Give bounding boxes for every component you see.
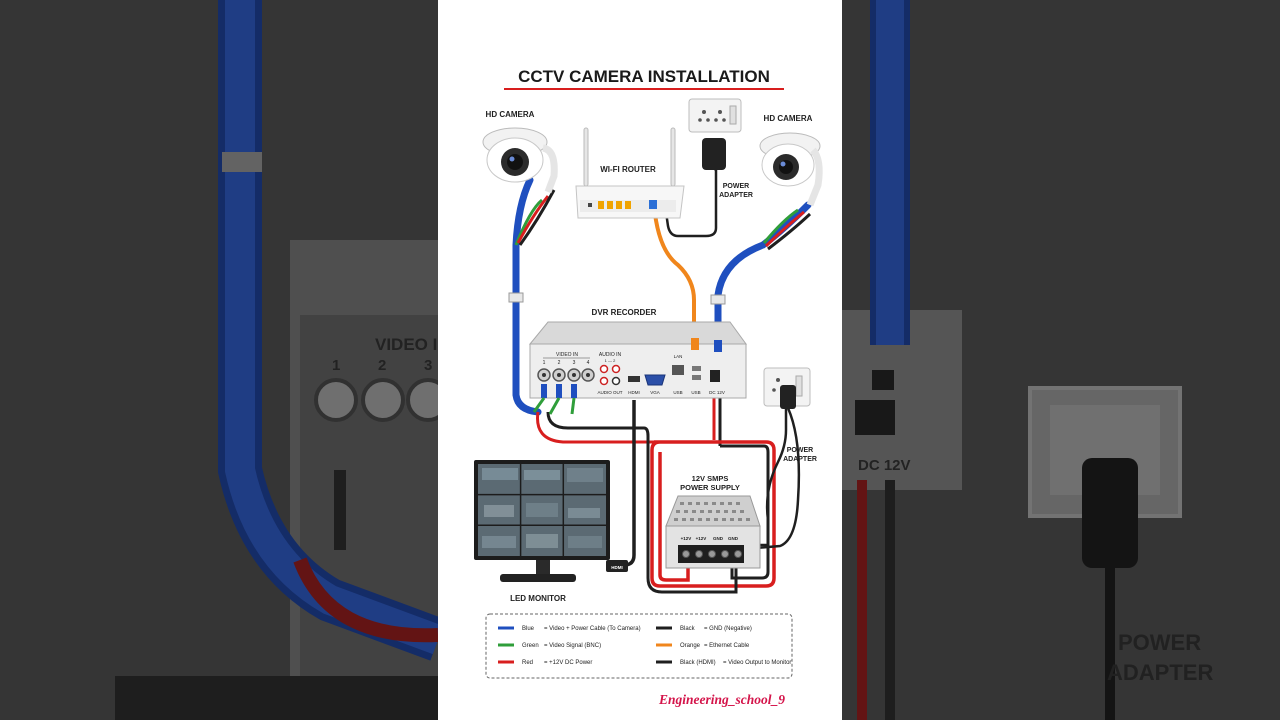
power-adapter-top-label-2: ADAPTER (719, 192, 753, 199)
black-gnd-left (574, 426, 738, 594)
dvr-lan-label: LAN (674, 354, 683, 359)
red-power-loop (650, 440, 776, 588)
smps-terminal-3: GND (713, 536, 724, 541)
dvr-ch4-label: 4 (587, 360, 590, 366)
legend-name-black: Black (680, 626, 696, 632)
bg-number-1: 1 (332, 357, 340, 374)
green-cable-right (762, 208, 799, 244)
legend-name-orange: Orange (680, 643, 701, 649)
bg-number-2: 2 (378, 357, 386, 374)
diagram-title: CCTV CAMERA INSTALLATION (518, 67, 770, 86)
cable-clip-right (710, 294, 726, 305)
legend-desc-red: = +12V DC Power (544, 660, 592, 666)
ethernet-cable (652, 204, 696, 348)
dvr-vga-label: VGA (650, 390, 660, 395)
legend-desc-orange: = Ethernet Cable (704, 643, 750, 649)
power-adapter-right-cable (755, 407, 801, 550)
dvr-usb-port-2 (692, 375, 701, 380)
smps-label-2: POWER SUPPLY (680, 483, 740, 492)
dvr-ch2-label: 2 (558, 360, 561, 366)
diagram-card: CCTV CAMERA INSTALLATION HD CAMERA H (438, 0, 842, 720)
red-cable-right (764, 210, 805, 248)
dvr-recorder (528, 321, 747, 399)
smps-terminal-2: +12V (696, 536, 707, 541)
smps-power-supply (665, 495, 761, 569)
red-to-smps-plus (658, 452, 690, 582)
legend-desc-black-hdmi: = Video Output to Monitor (723, 660, 791, 666)
legend-desc-blue: = Video + Power Cable (To Camera) (544, 626, 641, 632)
legend: Blue = Video + Power Cable (To Camera) B… (498, 626, 791, 666)
dvr-recorder-label: DVR RECORDER (592, 308, 657, 317)
bg-dc12v-text: DC 12V (858, 457, 911, 474)
hdmi-connector (606, 560, 628, 572)
cctv-wiring-diagram: CCTV CAMERA INSTALLATION HD CAMERA H (474, 67, 823, 707)
led-monitor-label: LED MONITOR (510, 594, 566, 603)
smps-terminal-1: +12V (681, 536, 692, 541)
black-cable-left-bnc (546, 411, 574, 430)
power-adapter-right-label-1: POWER (787, 447, 813, 454)
dvr-dc-port (710, 370, 720, 382)
dvr-usb-label-1: USB (673, 390, 682, 395)
hd-camera-left (482, 127, 558, 194)
wifi-router-label: WI-FI ROUTER (600, 165, 656, 174)
hdmi-tag-label: HDMI (611, 565, 623, 570)
smps-ac-cable (760, 408, 788, 547)
bg-adapter-text: ADAPTER (1107, 660, 1213, 685)
dvr-ch3-label: 3 (573, 360, 576, 366)
power-adapter-right-label-2: ADAPTER (783, 456, 817, 463)
hd-camera-right-label: HD CAMERA (764, 114, 813, 123)
dvr-bnc-ports (537, 368, 595, 382)
smps-terminal-4: GND (728, 536, 739, 541)
dvr-audio-ports (599, 364, 621, 386)
dvr-usb-port-1 (692, 366, 701, 371)
dvr-hdmi-port (628, 376, 640, 382)
power-adapter-right (780, 385, 796, 409)
red-cable-left-to-smps (536, 411, 690, 444)
bg-number-3: 3 (424, 357, 432, 374)
hdmi-cable (620, 400, 636, 567)
bg-video-in-text: VIDEO IN (375, 335, 450, 354)
wifi-router (575, 127, 685, 219)
legend-name-black-hdmi: Black (HDMI) (680, 660, 716, 666)
legend-name-green: Green (522, 643, 539, 649)
dvr-usb-label-2: USB (691, 390, 700, 395)
dvr-dc-label: DC 12V (709, 390, 725, 395)
legend-name-blue: Blue (522, 626, 535, 632)
black-cable-left (518, 189, 556, 246)
red-cable-left (516, 195, 550, 244)
dvr-vga-port (644, 374, 666, 386)
dvr-lan-port (672, 365, 684, 375)
router-dc-cable (664, 170, 718, 238)
brand-watermark: Engineering_school_9 (658, 692, 785, 707)
smps-label-1: 12V SMPS (692, 474, 729, 483)
legend-desc-black: = GND (Negative) (704, 626, 752, 632)
dvr-ch1-label: 1 (543, 360, 546, 366)
dvr-audio-sub-label: 1 — 2 (605, 358, 616, 363)
cable-clip-left (508, 292, 524, 303)
hd-camera-left-label: HD CAMERA (486, 110, 535, 119)
legend-name-red: Red (522, 660, 533, 666)
led-monitor (474, 460, 610, 582)
dvr-audio-out-label: AUDIO OUT (597, 390, 622, 395)
legend-desc-green: = Video Signal (BNC) (544, 643, 601, 649)
power-adapter-top-label-1: POWER (723, 183, 749, 190)
dvr-video-in-label: VIDEO IN (556, 352, 578, 358)
hd-camera-right (759, 132, 823, 207)
bg-power-text: POWER (1118, 630, 1201, 655)
dvr-hdmi-label: HDMI (628, 390, 640, 395)
black-cable-right (767, 212, 812, 251)
wall-socket-top (688, 98, 742, 133)
power-adapter-top (702, 138, 726, 170)
legend-box (485, 613, 793, 679)
black-gnd-loop (720, 444, 770, 580)
dvr-audio-in-label: AUDIO IN (599, 352, 622, 358)
